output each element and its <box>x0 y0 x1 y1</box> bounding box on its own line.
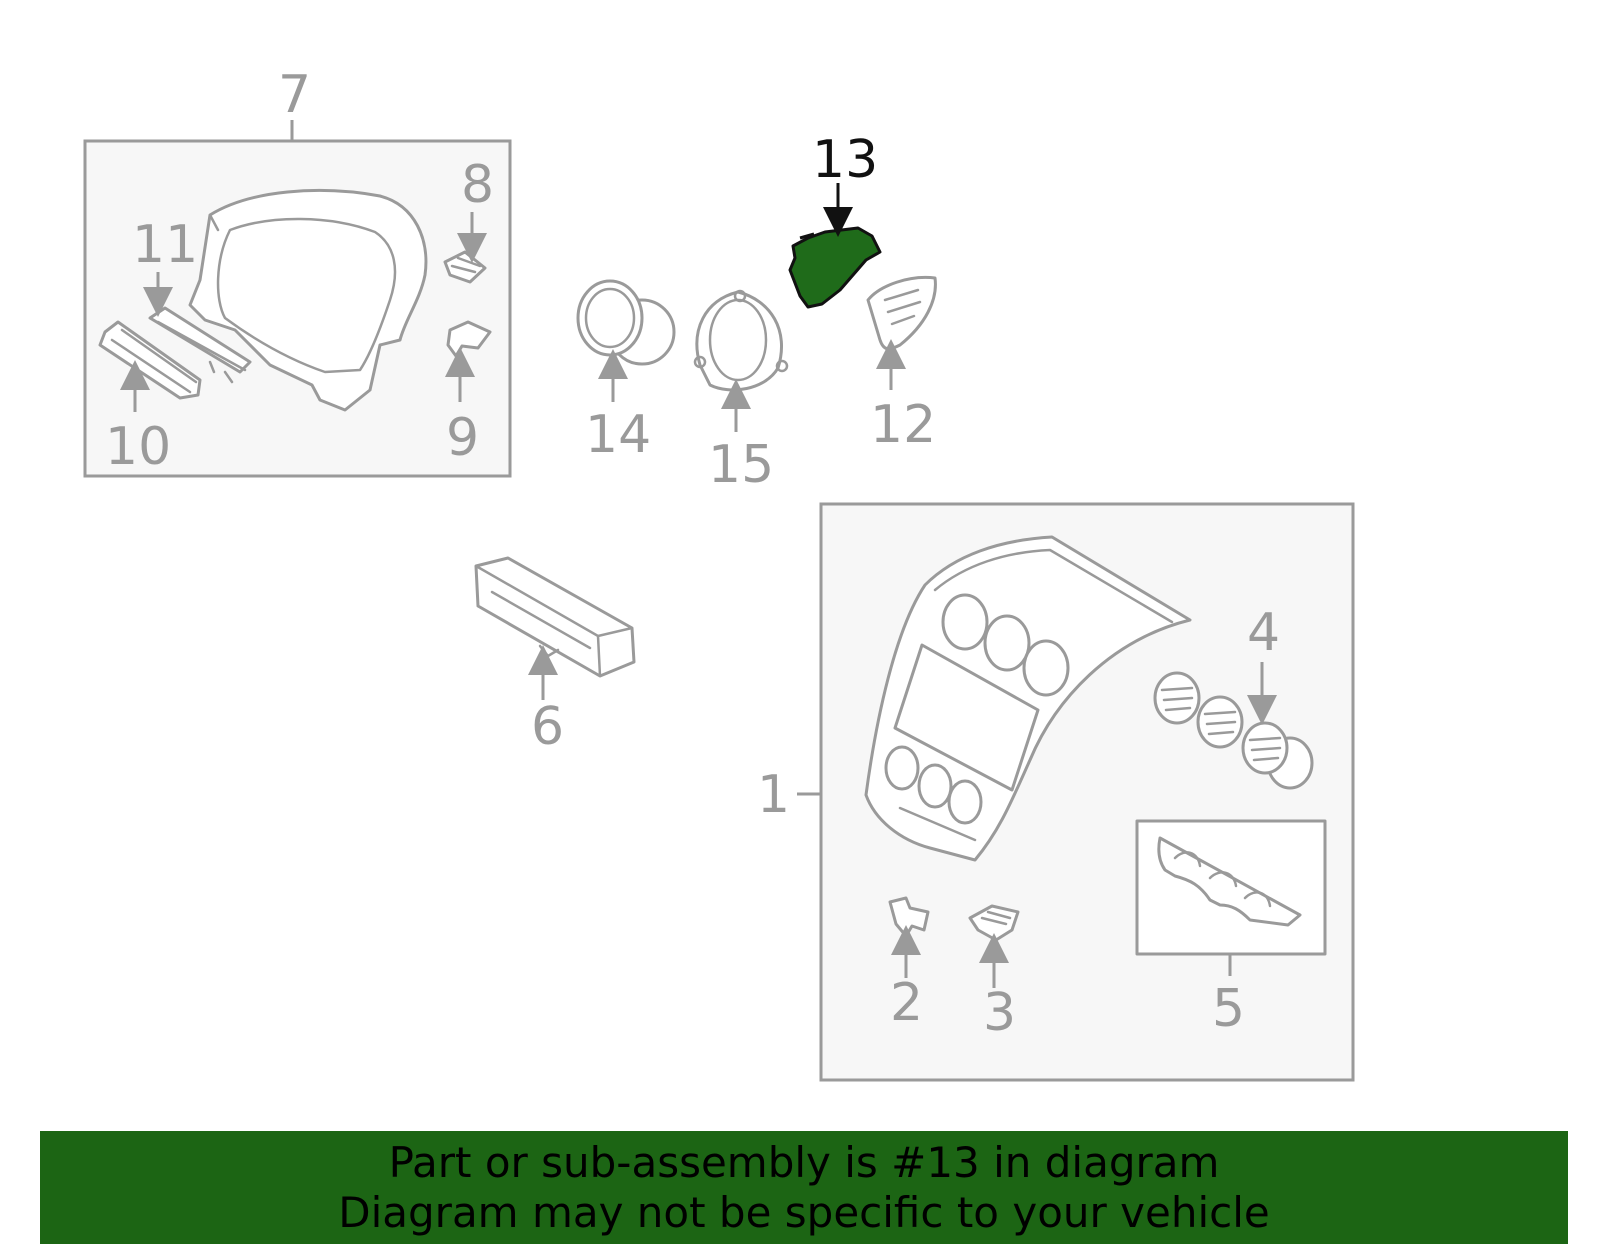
vent-trim-part[interactable] <box>1157 836 1302 927</box>
cluster-hood-part[interactable] <box>188 189 428 412</box>
callout-7[interactable]: 7 <box>278 65 311 125</box>
switch-bracket-part[interactable] <box>98 320 202 400</box>
callout-2[interactable]: 2 <box>890 973 923 1033</box>
banner-line-1: Part or sub-assembly is #13 in diagram <box>388 1137 1220 1187</box>
callout-11[interactable]: 11 <box>132 215 198 275</box>
vent-set-part[interactable] <box>1153 671 1314 790</box>
callout-8[interactable]: 8 <box>461 155 494 215</box>
callout-5[interactable]: 5 <box>1212 979 1245 1039</box>
callout-1[interactable]: 1 <box>757 765 790 825</box>
info-banner: Part or sub-assembly is #13 in diagram D… <box>40 1131 1568 1244</box>
control-module-part[interactable] <box>474 556 636 678</box>
trim-strip-part[interactable] <box>148 306 252 384</box>
clip-3-part[interactable] <box>968 904 1020 942</box>
gauge-bezel-part[interactable] <box>693 289 789 392</box>
callout-9[interactable]: 9 <box>446 408 479 468</box>
callout-14[interactable]: 14 <box>585 405 651 465</box>
callout-6[interactable]: 6 <box>531 697 564 757</box>
gauge-ring-part[interactable] <box>576 279 676 366</box>
callout-4[interactable]: 4 <box>1247 603 1280 663</box>
vent-grille-part[interactable] <box>866 275 937 351</box>
callout-12[interactable]: 12 <box>870 395 936 455</box>
banner-line-2: Diagram may not be specific to your vehi… <box>338 1187 1270 1237</box>
highlighted-trim-part-13[interactable] <box>788 226 882 309</box>
callout-13[interactable]: 13 <box>812 130 878 190</box>
callout-3[interactable]: 3 <box>983 983 1016 1043</box>
center-bezel-part[interactable] <box>864 535 1192 862</box>
callout-15[interactable]: 15 <box>708 435 774 495</box>
callout-10[interactable]: 10 <box>105 417 171 477</box>
